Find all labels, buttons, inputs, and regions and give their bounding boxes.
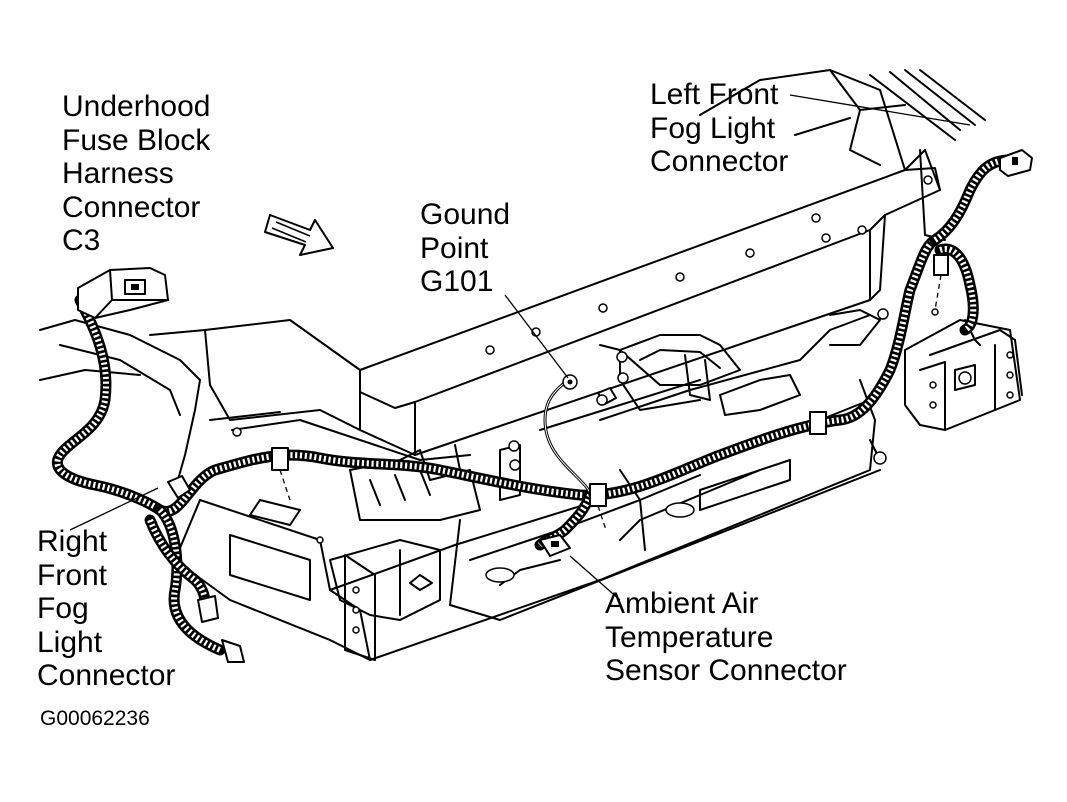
label-line: Fog Light (650, 111, 776, 145)
leader-lines (69, 94, 971, 601)
left-front-fog-connector (999, 149, 1033, 177)
left-front-fog-label: Left Front Fog Light Connector (650, 78, 788, 179)
figure-code: G00062236 (40, 707, 150, 730)
ambient-air-label: Ambient Air Temperature Sensor Connector (605, 587, 847, 688)
label-line: Sensor Connector (605, 654, 847, 687)
right-front-fog-label: Right Front Fog Light Connector (37, 525, 175, 693)
lower-crossmember (174, 308, 1023, 661)
ground-point-label: Gound Point G101 (420, 198, 510, 299)
label-line: Connector (650, 145, 789, 178)
arrow-forward-icon (264, 214, 334, 256)
underhood-fuse-block-label: Underhood Fuse Block Harness Connector C… (62, 90, 210, 258)
label-line: Connector (62, 190, 201, 224)
label-line: G101 (420, 265, 494, 298)
label-line: Harness (62, 157, 174, 190)
right-front-fog-connector (167, 475, 245, 663)
harness-clips (271, 254, 949, 544)
ambient-air-sensor-connector (539, 534, 571, 557)
label-line: Fog (37, 592, 89, 625)
underhood-fuse-block-connector (77, 267, 169, 319)
label-line: Front (37, 558, 108, 592)
label-line: Connector (37, 659, 176, 692)
ground-point-g101 (562, 374, 617, 406)
label-line: Left Front (650, 78, 779, 111)
label-line: Fuse Block (62, 123, 211, 157)
label-line: C3 (62, 224, 101, 257)
label-line: Light (37, 625, 103, 659)
label-line: Temperature (605, 620, 774, 654)
label-line: Right (37, 525, 108, 558)
label-line: Ambient Air (605, 587, 759, 620)
label-line: Underhood (62, 90, 211, 123)
label-line: Gound (420, 198, 511, 231)
label-line: Point (420, 231, 489, 265)
